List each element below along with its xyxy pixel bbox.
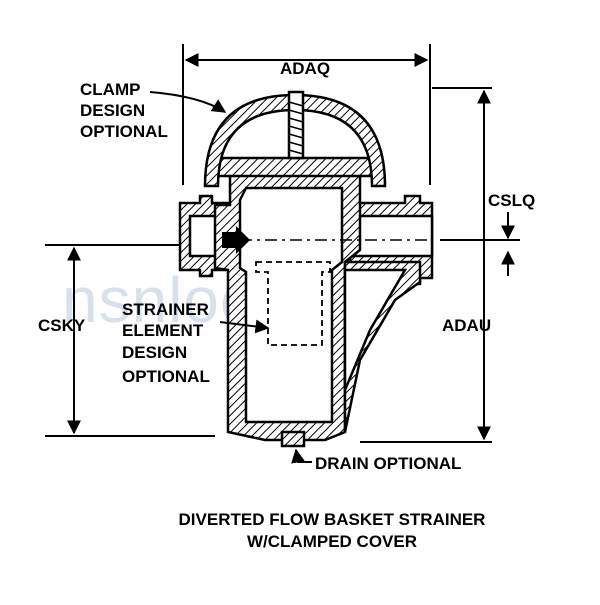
strainer-label-line2: ELEMENT <box>122 321 204 340</box>
flow-arrow-icon <box>222 226 250 254</box>
strainer-element-outline <box>255 261 331 346</box>
cslq-label: CSLQ <box>488 191 535 210</box>
adau-label: ADAU <box>442 316 491 335</box>
drain-label: DRAIN OPTIONAL <box>315 454 461 473</box>
clamp-label-line2: DESIGN <box>80 101 145 120</box>
clamp-label-line1: CLAMP <box>80 80 140 99</box>
caption-line1: DIVERTED FLOW BASKET STRAINER <box>179 510 486 529</box>
clamp-label-line3: OPTIONAL <box>80 122 168 141</box>
strainer-label-line4: OPTIONAL <box>122 367 210 386</box>
caption: DIVERTED FLOW BASKET STRAINER W/CLAMPED … <box>179 510 486 551</box>
strainer-label-line3: DESIGN <box>122 343 187 362</box>
caption-line2: W/CLAMPED COVER <box>247 532 417 551</box>
strainer-element-leader <box>219 319 270 334</box>
dimension-lines <box>67 53 515 441</box>
strainer-body <box>178 90 434 448</box>
strainer-label-line1: STRAINER <box>122 300 209 319</box>
csky-label: CSKY <box>38 316 86 335</box>
leader-lines <box>149 91 312 464</box>
labels: CLAMP DESIGN OPTIONAL ADAQ CSLQ CSKY ADA… <box>38 59 535 473</box>
clamp-leader <box>149 91 227 113</box>
drain-leader <box>291 448 312 464</box>
adaq-label: ADAQ <box>280 59 330 78</box>
center-screw-threads <box>288 101 304 155</box>
